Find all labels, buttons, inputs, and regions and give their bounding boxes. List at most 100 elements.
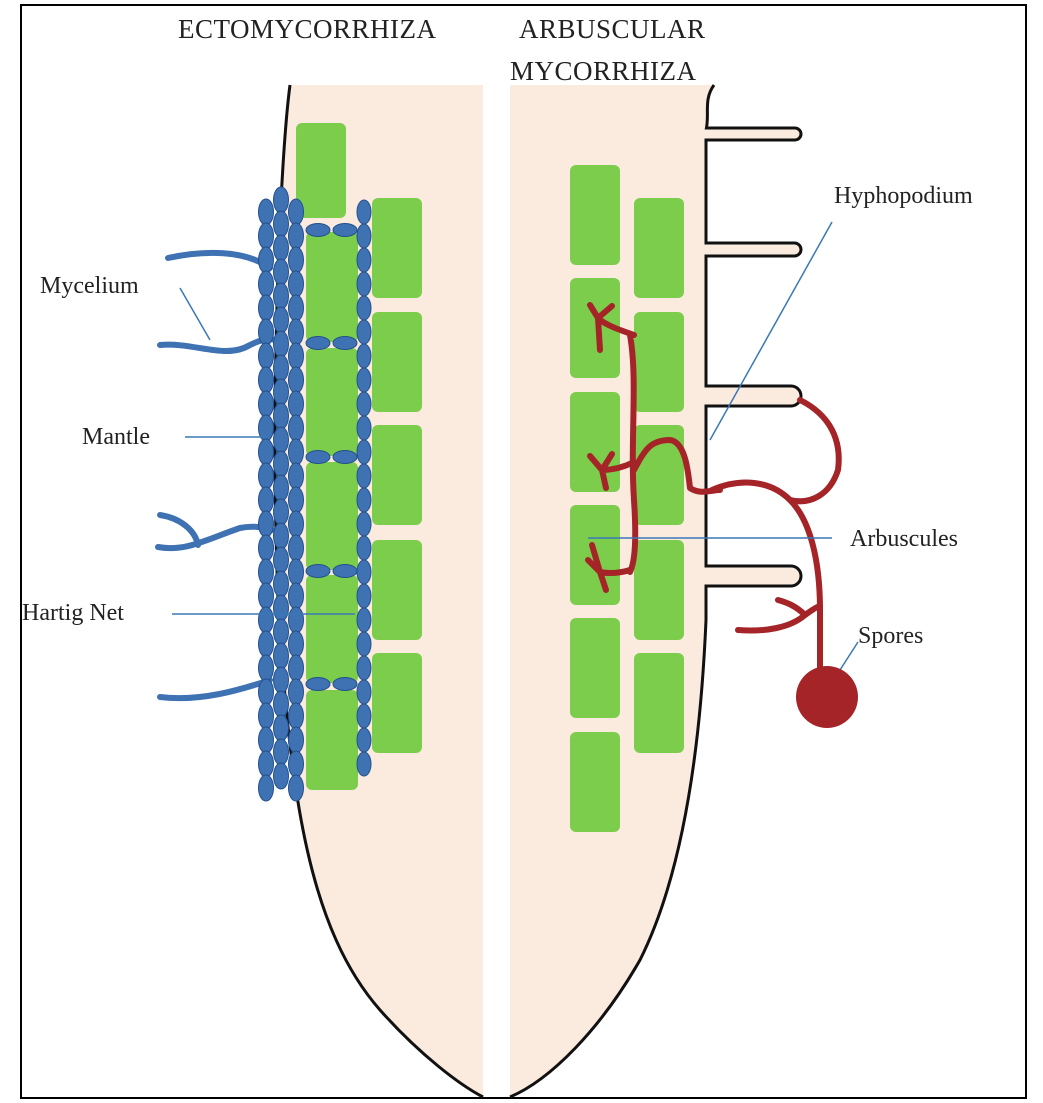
cortex-cell: [570, 392, 620, 492]
mantle-hypha-cell: [289, 319, 304, 345]
hartig-net-cell: [333, 678, 357, 691]
mantle-hypha-cell: [274, 355, 289, 381]
mantle-hypha-cell: [289, 367, 304, 393]
label-arbuscules: Arbuscules: [850, 526, 958, 552]
mantle-hypha-cell: [259, 439, 274, 465]
mantle-hypha-cell: [289, 295, 304, 321]
callout-line-spores: [840, 642, 858, 670]
hartig-net-cell: [357, 752, 371, 776]
hartig-net-cell: [357, 416, 371, 440]
mantle-hypha-cell: [259, 775, 274, 801]
mantle-hypha-cell: [274, 283, 289, 309]
hartig-net-cell: [357, 392, 371, 416]
hartig-net-cell: [357, 344, 371, 368]
mantle-hypha-cell: [274, 235, 289, 261]
hartig-net-cell: [357, 680, 371, 704]
hartig-net-cell: [357, 320, 371, 344]
cortex-cell: [634, 198, 684, 298]
mantle-hypha-cell: [274, 763, 289, 789]
label-mantle: Mantle: [82, 424, 150, 450]
mantle-hypha-cell: [289, 775, 304, 801]
mycelium-hypha: [158, 527, 272, 548]
mantle-hypha-cell: [274, 379, 289, 405]
mantle-hypha-cell: [259, 703, 274, 729]
root-hair: [706, 128, 801, 140]
mantle-hypha-cell: [274, 331, 289, 357]
mantle-hypha-cell: [289, 535, 304, 561]
label-mycelium: Mycelium: [40, 273, 139, 299]
mantle-hypha-cell: [274, 259, 289, 285]
root-hair-opening: [704, 388, 709, 405]
title-arbuscular-line2: MYCORRHIZA: [510, 56, 697, 86]
mantle-hypha-cell: [289, 631, 304, 657]
hartig-net-cell: [306, 678, 330, 691]
extraradical-hypha: [738, 600, 820, 630]
cortex-cell: [634, 312, 684, 412]
cortex-cell: [372, 425, 422, 525]
mantle-hypha-cell: [259, 559, 274, 585]
cortex-cell: [306, 232, 358, 342]
mantle-hypha-cell: [274, 403, 289, 429]
mantle-hypha-cell: [289, 199, 304, 225]
mantle-hypha-cell: [289, 463, 304, 489]
hartig-net-cell: [357, 488, 371, 512]
cortex-cell: [306, 690, 358, 790]
root-hair: [706, 243, 801, 256]
hartig-net-cell: [357, 272, 371, 296]
callout-line-mycelium: [180, 288, 210, 340]
mantle-hypha-cell: [259, 271, 274, 297]
extraradical-hypha: [790, 400, 839, 501]
mantle-hypha-cell: [259, 751, 274, 777]
root-hair: [706, 386, 801, 406]
cortex-cell: [634, 540, 684, 640]
mantle-hypha-cell: [274, 211, 289, 237]
hartig-net-cell: [357, 512, 371, 536]
hartig-net-cell: [357, 656, 371, 680]
cortex-cell: [372, 540, 422, 640]
hartig-net-cell: [306, 565, 330, 578]
mantle-hypha-cell: [259, 319, 274, 345]
cortex-cell: [306, 575, 358, 683]
mantle-hypha-cell: [289, 655, 304, 681]
mantle-hypha-cell: [274, 595, 289, 621]
mantle-hypha-cell: [274, 523, 289, 549]
mantle-hypha-cell: [289, 439, 304, 465]
mantle-hypha-cell: [289, 703, 304, 729]
cortex-cell: [634, 653, 684, 753]
root-hair: [706, 566, 801, 586]
mantle-hypha-cell: [274, 715, 289, 741]
mantle-hypha-cell: [259, 607, 274, 633]
mantle-hypha-cell: [274, 739, 289, 765]
mantle-hypha-cell: [289, 511, 304, 537]
hartig-net-cell: [333, 224, 357, 237]
mantle-hypha-cell: [274, 643, 289, 669]
cortex-cell: [306, 348, 358, 456]
mantle-hypha-cell: [259, 199, 274, 225]
mantle-hypha-cell: [274, 475, 289, 501]
cortex-cell: [372, 653, 422, 753]
mantle-hypha-cell: [259, 655, 274, 681]
mantle-hypha-cell: [274, 499, 289, 525]
cortex-cell: [306, 462, 358, 570]
mantle-hypha-cell: [289, 559, 304, 585]
mantle-hypha-cell: [259, 343, 274, 369]
mantle-hypha-cell: [289, 247, 304, 273]
mycelium-hypha: [168, 253, 270, 268]
mantle-hypha-cell: [289, 391, 304, 417]
mantle-hypha-cell: [274, 667, 289, 693]
hartig-net-cell: [357, 440, 371, 464]
mantle-hypha-cell: [274, 187, 289, 213]
root-hairs: [704, 128, 801, 586]
spore: [796, 666, 858, 728]
mantle-hypha-cell: [274, 451, 289, 477]
mantle-hypha-cell: [289, 415, 304, 441]
hartig-net-cell: [333, 565, 357, 578]
mycelium-hypha: [160, 339, 275, 351]
mantle-hypha-cell: [259, 583, 274, 609]
hartig-net-cell: [357, 728, 371, 752]
hartig-net-cell: [357, 560, 371, 584]
hartig-net-cell: [306, 451, 330, 464]
mantle-hypha-cell: [274, 571, 289, 597]
mantle-hypha-cell: [289, 343, 304, 369]
hartig-net-cell: [333, 451, 357, 464]
